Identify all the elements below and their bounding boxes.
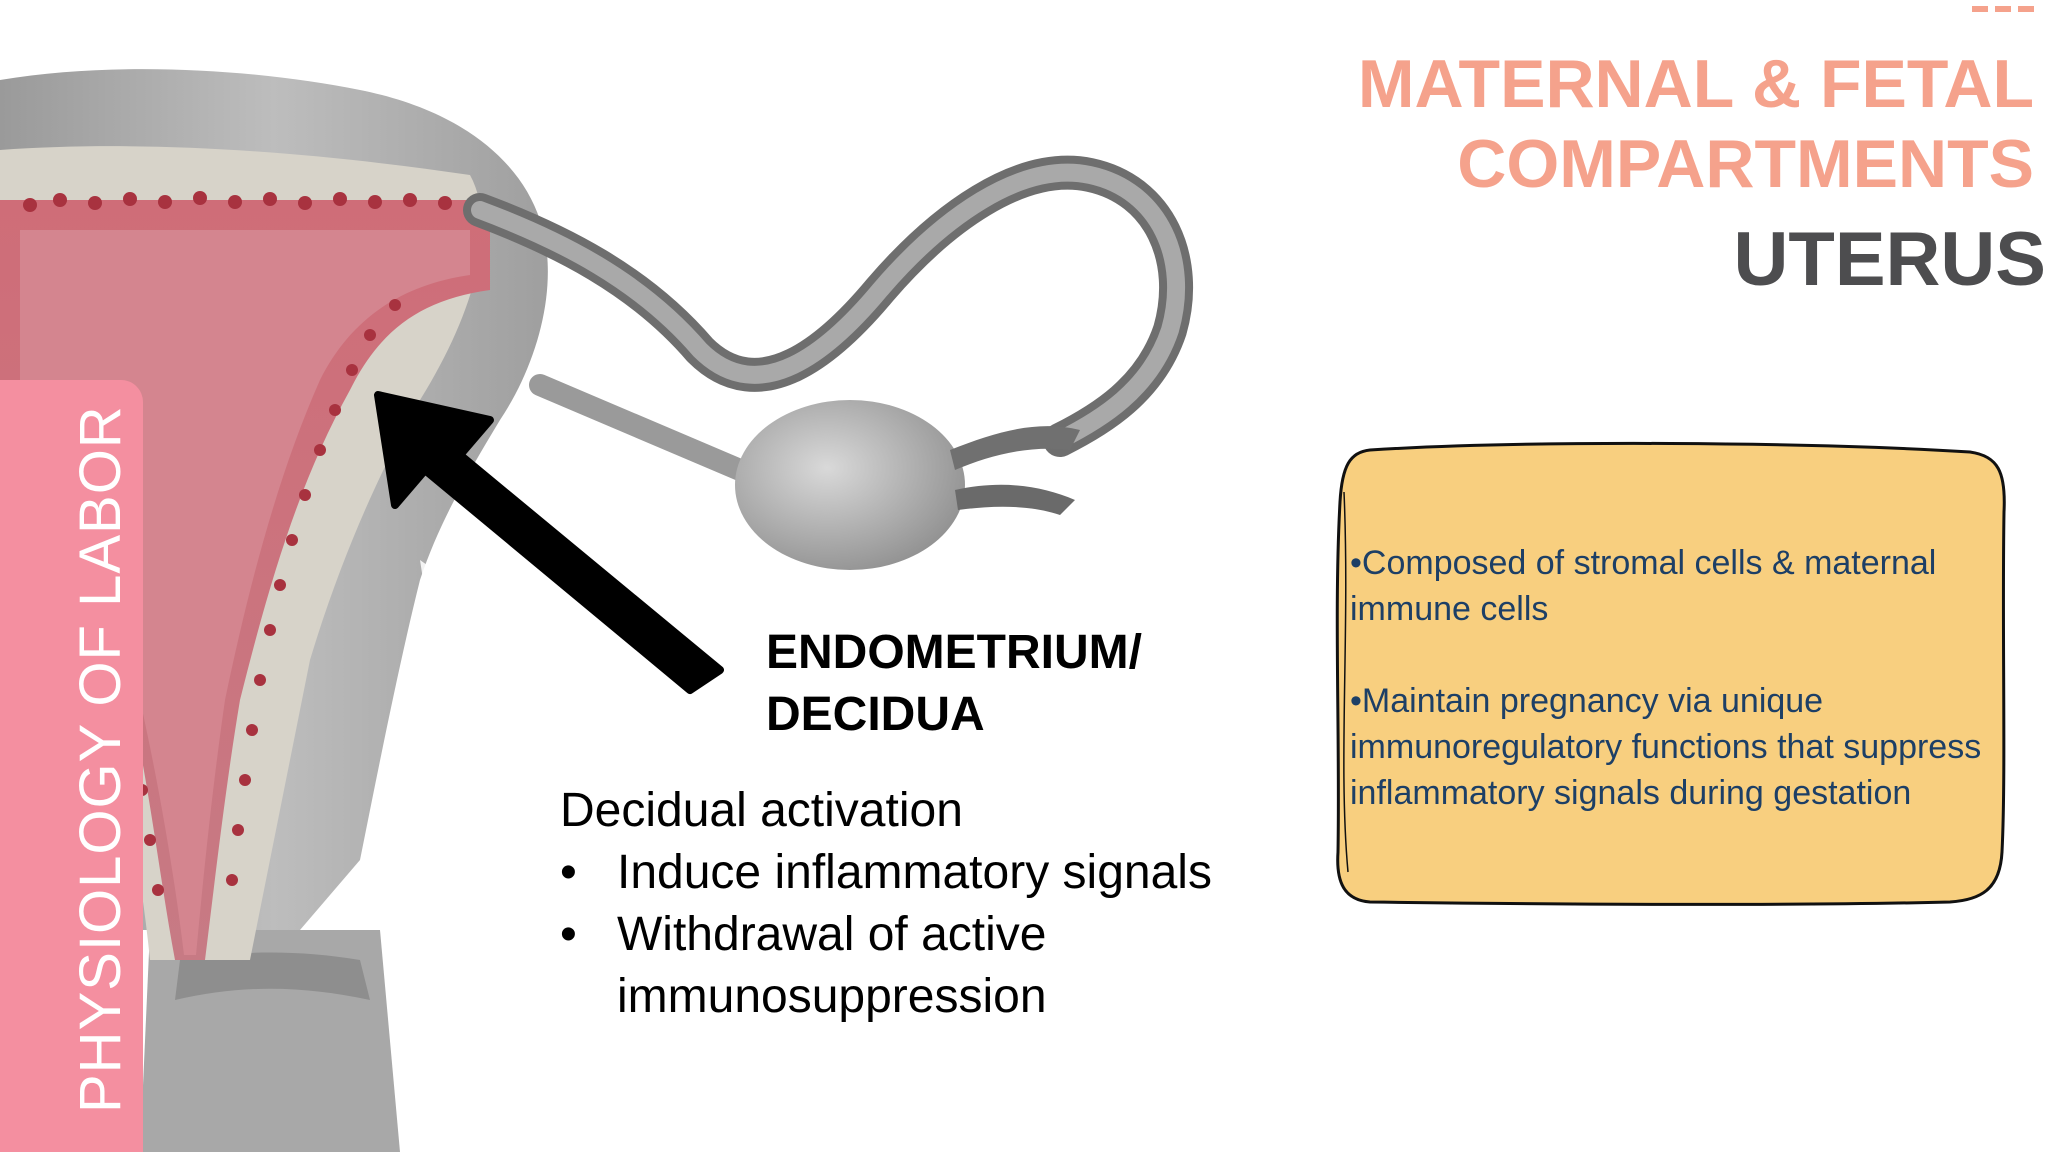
list-item-text: Withdrawal of active immunosuppression — [617, 908, 1047, 1023]
endometrium-label: ENDOMETRIUM/ DECIDUA — [766, 622, 1142, 746]
slide-subtitle: UTERUS — [1734, 222, 2046, 298]
list-item: • Withdrawal of active immunosuppression — [560, 904, 1317, 1028]
slide-title-line-1: MATERNAL & FETAL — [1358, 50, 2034, 118]
note-paragraph-1: •Composed of stromal cells & maternal im… — [1350, 540, 1990, 632]
bullet-dot: • — [560, 904, 577, 966]
side-tab-label: PHYSIOLOGY OF LABOR — [72, 405, 130, 1113]
activation-bullet-list: • Induce inflammatory signals • Withdraw… — [560, 842, 1317, 1028]
endometrium-label-line-1: ENDOMETRIUM/ — [766, 622, 1142, 684]
note-paragraph-2: •Maintain pregnancy via unique immunoreg… — [1350, 678, 1990, 816]
list-item: • Induce inflammatory signals — [560, 842, 1317, 904]
decidual-activation-heading: Decidual activation — [560, 780, 1317, 842]
decidual-activation-block: Decidual activation • Induce inflammator… — [560, 780, 1317, 1028]
decorative-dash — [1972, 6, 2034, 12]
endometrium-label-line-2: DECIDUA — [766, 684, 1142, 746]
list-item-text: Induce inflammatory signals — [617, 846, 1212, 899]
bullet-dot: • — [560, 842, 577, 904]
slide-title-line-2: COMPARTMENTS — [1457, 130, 2034, 198]
note-card-text: •Composed of stromal cells & maternal im… — [1350, 540, 1990, 862]
